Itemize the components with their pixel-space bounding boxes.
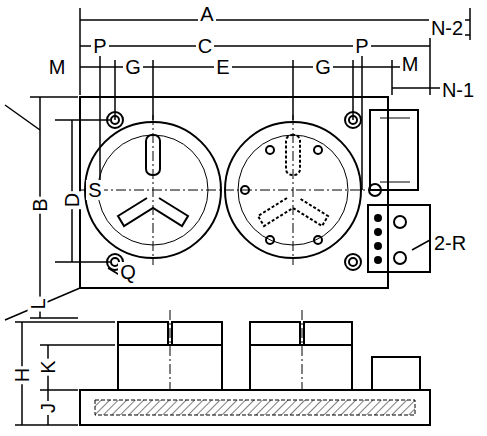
dimension-label: C: [196, 36, 214, 56]
dimension-label: 2-R: [432, 233, 468, 253]
dimension-label: B: [30, 196, 50, 213]
dimension-label: N-1: [440, 80, 476, 100]
dimension-label: G: [313, 57, 333, 77]
dimension-label: H: [12, 366, 32, 384]
dimension-label: N-2: [429, 18, 465, 38]
dimension-label: E: [214, 57, 231, 77]
dimension-label: J: [38, 401, 58, 415]
dimension-label: K: [38, 358, 58, 375]
dimension-label: M: [47, 57, 68, 77]
dimension-label: D: [62, 191, 82, 209]
dimension-label: P: [91, 36, 108, 56]
dimension-label: S: [86, 180, 103, 200]
dimension-label: Q: [118, 262, 138, 282]
dimension-label: P: [353, 36, 370, 56]
dimension-label: G: [123, 57, 143, 77]
dimension-label: A: [198, 4, 215, 24]
dimension-label: M: [400, 54, 421, 74]
dimension-label: L: [28, 296, 48, 311]
